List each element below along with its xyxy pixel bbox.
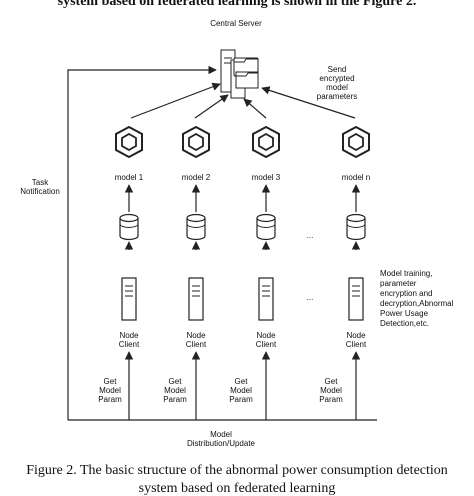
model-label: model 1: [115, 173, 144, 182]
get-param-label: Param: [229, 395, 253, 404]
database-icon: [119, 213, 139, 241]
client-column-n: model n Node Client Get Model Param: [319, 125, 370, 420]
central-server: Central Server: [210, 19, 262, 99]
model-label: model n: [342, 173, 370, 182]
node-note-line: decryption,Abnormal: [380, 299, 454, 308]
model-icon: [115, 125, 143, 159]
node-client-icon: [348, 277, 364, 321]
caption-line: system based on federated learning: [139, 481, 336, 496]
figure-caption: Figure 2. The basic structure of the abn…: [26, 463, 448, 496]
get-param-label: Get: [325, 377, 339, 386]
database-icon: [346, 213, 366, 241]
get-param-label: Param: [163, 395, 187, 404]
node-note-line: Detection,etc.: [380, 319, 429, 328]
send-label-line: parameters: [317, 92, 357, 101]
node-note-line: parameter: [380, 279, 417, 288]
task-notification-line: [67, 65, 217, 420]
task-label-line: Task: [32, 178, 49, 187]
header-cut-text: system based on federated learning is sh…: [58, 0, 417, 9]
database-icon: [186, 213, 206, 241]
distribution-update-label: Model Distribution/Update: [187, 430, 256, 448]
task-notification-label: Task Notification: [20, 178, 60, 196]
ellipsis: ...: [307, 293, 314, 302]
get-param-label: Model: [164, 386, 186, 395]
model-icon: [342, 125, 370, 159]
bottom-label-line: Distribution/Update: [187, 439, 256, 448]
model-label: model 2: [182, 173, 211, 182]
get-param-label: Get: [104, 377, 118, 386]
task-label-line: Notification: [20, 187, 60, 196]
node-client-icon: [121, 277, 137, 321]
node-note-line: encryption and: [380, 289, 432, 298]
node-client-label: Node: [186, 331, 206, 340]
node-client-label: Client: [256, 340, 277, 349]
get-param-label: Get: [235, 377, 249, 386]
model-icon: [182, 125, 210, 159]
upload-arrows: [130, 82, 356, 119]
get-param-label: Model: [99, 386, 121, 395]
caption-line: Figure 2. The basic structure of the abn…: [26, 463, 448, 478]
node-note-line: Power Usage: [380, 309, 429, 318]
central-server-label: Central Server: [210, 19, 262, 28]
model-icon: [252, 125, 280, 159]
node-client-label: Client: [346, 340, 367, 349]
send-label-line: encrypted: [319, 74, 354, 83]
node-client-label: Node: [119, 331, 139, 340]
client-column-3: model 3 Node Client Get Model Param: [229, 125, 281, 420]
get-param-label: Model: [320, 386, 342, 395]
send-label-line: Send: [328, 65, 347, 74]
get-param-label: Param: [319, 395, 343, 404]
node-client-label: Client: [186, 340, 207, 349]
node-function-note: Model training, parameter encryption and…: [380, 269, 454, 328]
bottom-label-line: Model: [210, 430, 232, 439]
node-client-label: Node: [346, 331, 366, 340]
get-param-label: Model: [230, 386, 252, 395]
client-column-1: model 1 Node Client Get Model Param: [98, 125, 144, 420]
send-label-line: model: [326, 83, 348, 92]
get-param-label: Get: [169, 377, 183, 386]
client-column-2: model 2 Node Client Get Model Param: [163, 125, 211, 420]
node-client-label: Client: [119, 340, 140, 349]
server-icon: [220, 49, 259, 99]
database-icon: [256, 213, 276, 241]
node-client-label: Node: [256, 331, 276, 340]
model-label: model 3: [252, 173, 281, 182]
node-client-icon: [188, 277, 204, 321]
node-note-line: Model training,: [380, 269, 432, 278]
ellipsis: ...: [307, 231, 314, 240]
send-parameters-label: Send encrypted model parameters: [317, 65, 357, 101]
get-param-label: Param: [98, 395, 122, 404]
node-client-icon: [258, 277, 274, 321]
